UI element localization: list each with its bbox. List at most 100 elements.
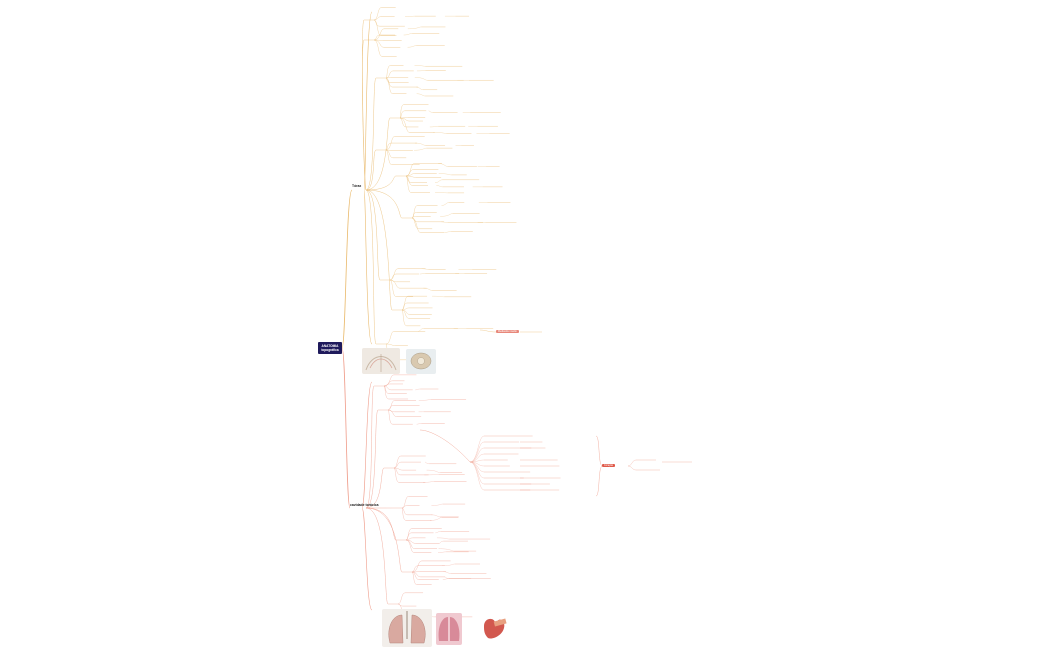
highlight-node-bottom[interactable]: Coração	[602, 464, 616, 468]
connector-line	[411, 217, 419, 229]
connector-line	[435, 179, 443, 183]
connector-line	[401, 302, 407, 311]
connector-line	[341, 347, 351, 509]
connector-line	[389, 279, 397, 297]
connector-line	[432, 296, 445, 297]
connector-line	[444, 576, 450, 579]
connector-line	[411, 571, 421, 578]
connector-line	[365, 189, 377, 345]
connector-line	[362, 39, 367, 191]
connector-line	[416, 423, 422, 425]
connector-line	[405, 169, 414, 177]
connector-line	[387, 409, 393, 425]
connector-line	[438, 163, 448, 167]
connector-line	[387, 409, 397, 417]
connector-line	[479, 329, 497, 333]
connector-line	[424, 461, 430, 464]
connector-line	[385, 65, 391, 79]
connector-line	[383, 385, 389, 400]
connector-line	[365, 117, 391, 191]
connector-line	[365, 385, 375, 509]
connector-line	[436, 537, 450, 540]
connector-line	[469, 461, 485, 479]
connector-line	[393, 467, 403, 471]
highlight-node-top[interactable]: Mediastino médio	[496, 330, 519, 334]
connector-line	[414, 65, 426, 67]
connector-line	[401, 309, 410, 315]
connector-line	[373, 19, 380, 27]
connector-line	[365, 189, 403, 219]
connector-line	[431, 514, 441, 518]
connector-line	[373, 7, 382, 21]
connector-line	[401, 309, 407, 327]
connector-line	[403, 33, 413, 36]
connector-line	[444, 231, 452, 233]
connector-line	[429, 126, 439, 128]
anatomy-image-thorax-wall	[362, 348, 400, 374]
connector-line	[385, 77, 393, 94]
branch-torax[interactable]: Tórax	[352, 184, 362, 188]
connector-line	[438, 551, 447, 553]
connector-line	[405, 539, 416, 544]
connector-line	[423, 481, 435, 483]
connector-line	[387, 405, 394, 411]
connector-line	[414, 77, 428, 81]
connector-line	[430, 517, 442, 521]
root-title-line1: ANATOMIA	[321, 344, 339, 348]
connector-line	[416, 86, 424, 90]
connector-line	[469, 447, 485, 463]
connector-line	[424, 474, 439, 476]
connector-line	[363, 11, 373, 191]
connector-line	[399, 117, 410, 133]
connector-line	[401, 496, 409, 509]
connector-line	[399, 104, 405, 119]
connector-line	[365, 175, 397, 191]
connector-line	[627, 465, 637, 471]
connector-line	[361, 381, 373, 509]
connector-line	[387, 409, 395, 412]
connector-line	[373, 19, 381, 36]
connector-line	[389, 279, 400, 289]
root-node[interactable]: ANATOMIA topográfica	[318, 342, 342, 354]
connector-line	[385, 149, 392, 165]
connector-line	[428, 110, 433, 113]
connector-line	[439, 540, 444, 544]
connector-line	[383, 385, 392, 391]
connector-line	[405, 175, 412, 193]
connector-line	[393, 455, 401, 469]
connector-line	[415, 388, 421, 391]
connector-line	[363, 189, 373, 345]
connector-line	[469, 453, 485, 463]
connector-line	[433, 132, 447, 134]
anatomy-image-pleura	[436, 613, 462, 645]
connector-line	[401, 507, 408, 515]
anatomy-image-heart	[480, 612, 508, 642]
connector-line	[405, 539, 415, 549]
connector-line	[436, 185, 443, 188]
connector-line	[418, 328, 424, 332]
connector-line	[405, 532, 412, 541]
connector-line	[411, 571, 418, 585]
connector-line	[407, 26, 422, 29]
connector-line	[411, 217, 421, 233]
connector-line	[373, 39, 384, 48]
connector-line	[426, 469, 441, 473]
connector-line	[431, 503, 443, 506]
connector-line	[411, 212, 417, 219]
connector-line	[441, 221, 448, 223]
connector-line	[365, 77, 377, 191]
connector-line	[414, 147, 427, 151]
connector-line	[420, 273, 426, 275]
connector-line	[399, 117, 406, 128]
connector-line	[423, 288, 433, 291]
branch-cavidade-toracica[interactable]: cavidade torácica	[350, 503, 379, 507]
connector-line	[373, 39, 382, 57]
connector-line	[595, 435, 603, 467]
connector-line	[421, 268, 429, 270]
connector-line	[389, 273, 397, 281]
connector-line	[373, 28, 384, 41]
connector-line	[365, 507, 389, 605]
connector-line	[416, 93, 426, 97]
connector-line	[385, 343, 396, 346]
anatomy-image-lungs	[382, 609, 432, 647]
